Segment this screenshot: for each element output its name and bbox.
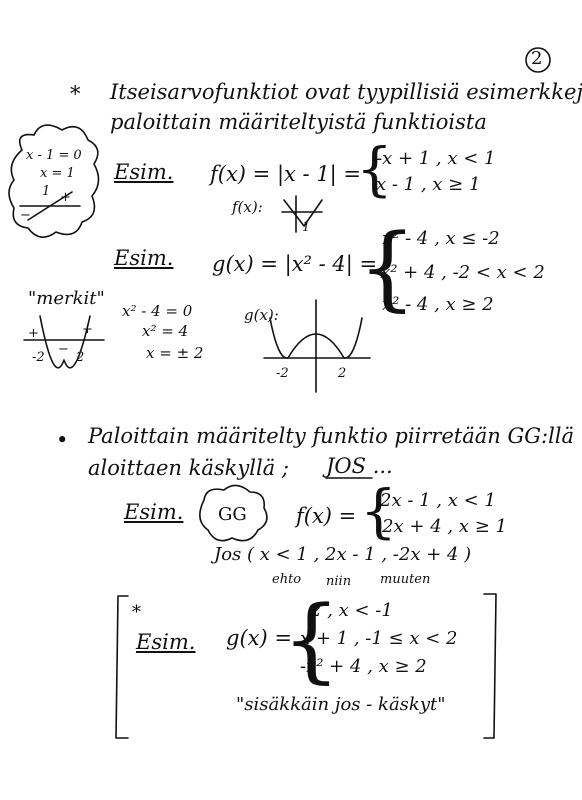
ex2-graph-label: g(x): <box>244 306 279 324</box>
ex1-label: Esim. <box>114 160 174 184</box>
ex4-case3: -x² + 4 , x ≥ 2 <box>300 656 427 677</box>
ex1-brace: { <box>356 135 393 203</box>
merkit-title: "merkit" <box>28 288 105 309</box>
section2-line2a: aloittaen käskyllä ; <box>88 456 289 480</box>
ex3-niin: niin <box>326 574 352 589</box>
ex3-case2: -2x + 4 , x ≥ 1 <box>376 516 507 537</box>
ex4-note: "sisäkkäin jos - käskyt" <box>236 694 446 715</box>
fx-small-graph <box>281 195 323 233</box>
ex4-label: Esim. <box>136 630 196 654</box>
ex3-label: Esim. <box>124 500 184 524</box>
ex4-lhs: g(x) = <box>226 626 292 650</box>
merkit-plus-left: + <box>28 326 39 341</box>
ex2-case1: x² - 4 , x ≤ -2 <box>382 228 500 249</box>
merkit-eq3: x = ± 2 <box>146 344 204 362</box>
section2-jos: JOS ... <box>326 454 393 478</box>
ex3-jos-command: Jos ( x < 1 , 2x - 1 , -2x + 4 ) <box>214 544 472 565</box>
merkit-tick-right: 2 <box>76 350 85 365</box>
cloud-root: 1 <box>42 184 51 199</box>
ex2-lhs: g(x) = |x² - 4| = <box>212 252 378 276</box>
left-bracket <box>115 595 129 739</box>
ex4-case2: x + 1 , -1 ≤ x < 2 <box>300 628 458 649</box>
gx-graph <box>263 299 371 393</box>
merkit-minus: − <box>58 342 69 357</box>
cloud-minus: − <box>20 208 31 223</box>
section2-line1: Paloittain määritelty funktio piirretään… <box>88 424 575 448</box>
merkit-eq1: x² - 4 = 0 <box>122 302 193 320</box>
page-number: 2 <box>531 48 543 69</box>
cloud-plus: + <box>60 190 71 205</box>
ex3-gg-cloud-text: GG <box>218 504 247 525</box>
ex3-case1: 2x - 1 , x < 1 <box>380 490 496 511</box>
ex3-brace: { <box>360 477 397 545</box>
ex3-lhs: f(x) = <box>296 504 357 528</box>
ex4-brace: { <box>282 586 341 693</box>
ex3-ehto: ehto <box>272 572 302 587</box>
ex1-graph-tick: 1 <box>302 220 311 235</box>
ex3-muuten: muuten <box>380 572 431 587</box>
ex2-case3: x² - 4 , x ≥ 2 <box>382 294 494 315</box>
cloud-outline <box>8 124 100 238</box>
section1-bullet: * <box>70 82 81 106</box>
ex4-star: * <box>132 602 141 623</box>
ex2-tick-right: 2 <box>338 366 347 381</box>
ex2-case2: -x² + 4 , -2 < x < 2 <box>374 262 545 283</box>
cloud-eq1: x - 1 = 0 <box>26 148 82 163</box>
ex1-graph-label: f(x): <box>232 198 263 216</box>
cloud-sign-slope <box>27 191 73 221</box>
gg-cloud-outline <box>199 484 268 542</box>
ex2-label: Esim. <box>114 246 174 270</box>
section2-bullet: • <box>56 428 69 452</box>
merkit-eq2: x² = 4 <box>142 322 189 340</box>
ex4-case1: 2 , x < -1 <box>310 600 393 621</box>
merkit-sign-diagram <box>23 315 105 369</box>
merkit-plus-right: + <box>82 322 93 337</box>
page-number-circle <box>525 47 551 73</box>
merkit-tick-left: -2 <box>32 350 45 365</box>
ex1-case2: x - 1 , x ≥ 1 <box>376 174 481 195</box>
right-bracket <box>483 593 497 739</box>
section1-line1: Itseisarvofunktiot ovat tyypillisiä esim… <box>110 80 582 104</box>
ex2-tick-left: -2 <box>276 366 289 381</box>
cloud-eq2: x = 1 <box>40 166 75 181</box>
ex2-brace: { <box>358 214 417 321</box>
ex1-case1: -x + 1 , x < 1 <box>376 148 496 169</box>
section1-line2: paloittain määriteltyistä funktioista <box>110 110 487 134</box>
ex1-lhs: f(x) = |x - 1| = <box>210 162 362 186</box>
